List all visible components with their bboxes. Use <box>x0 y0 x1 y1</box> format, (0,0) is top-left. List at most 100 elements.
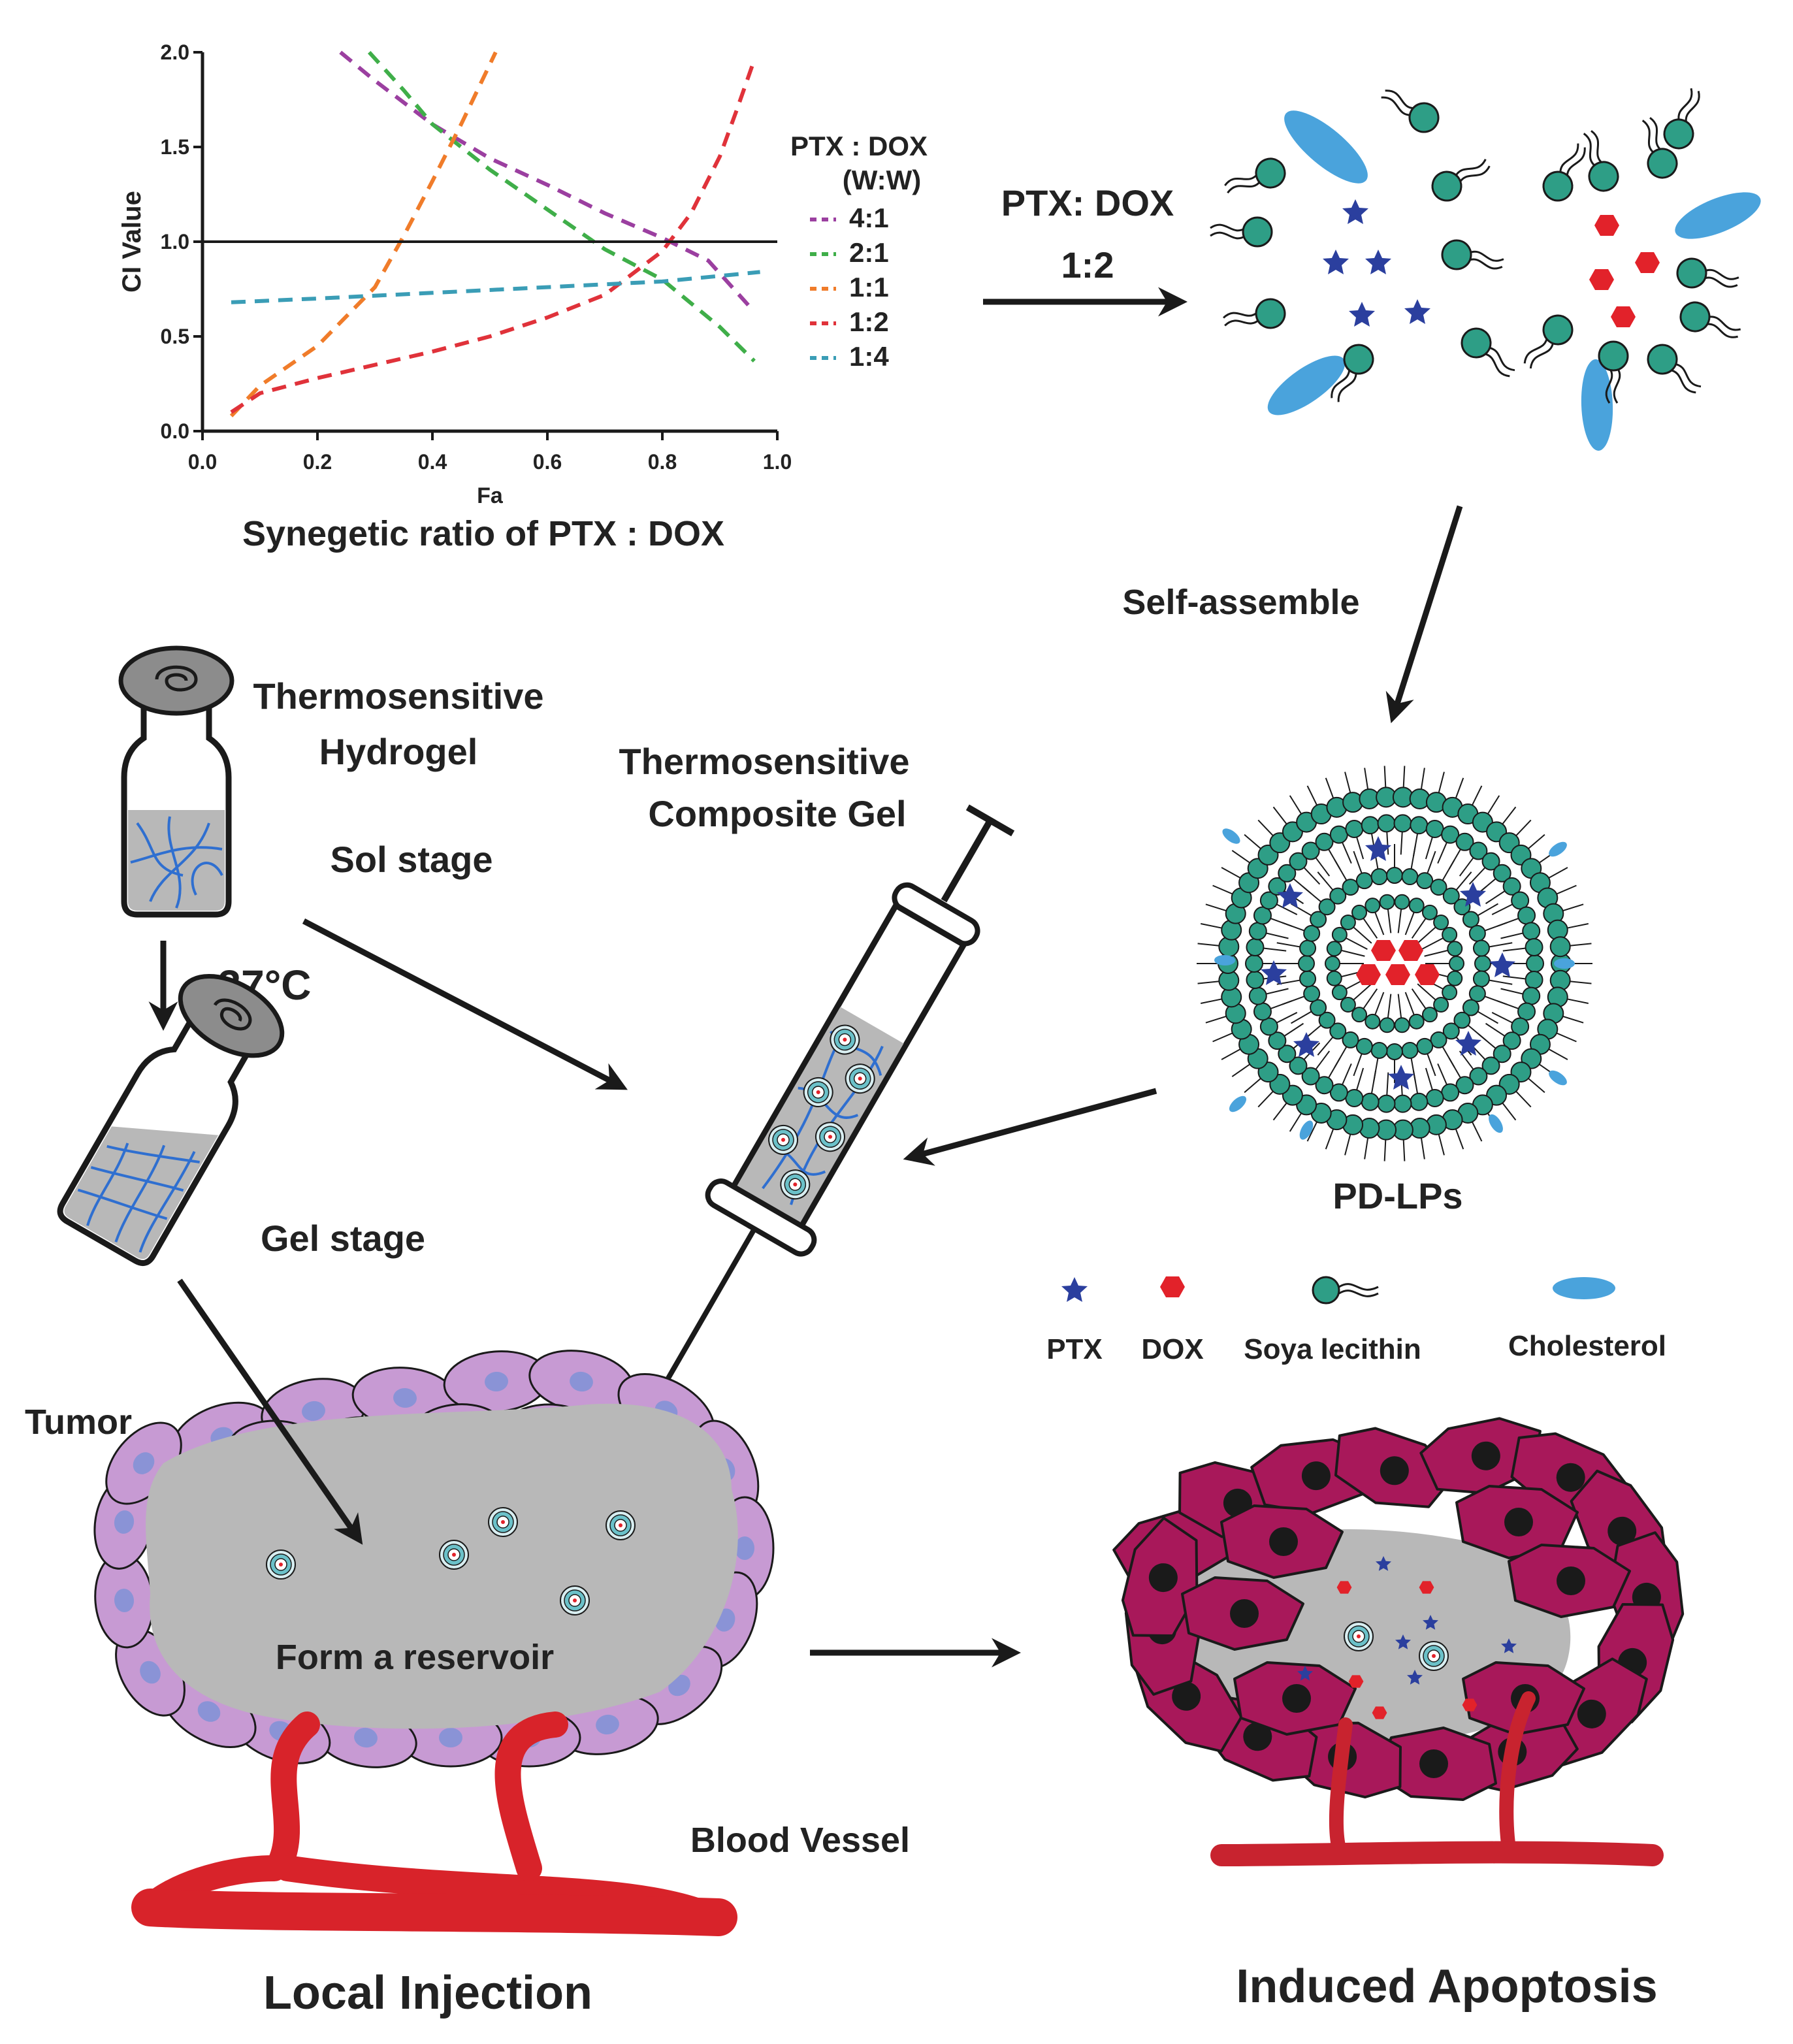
apoptotic-cell <box>1419 1417 1542 1495</box>
ptx-legend-icon <box>1061 1277 1088 1302</box>
soya-lecithin-molecule <box>1441 239 1504 270</box>
soya-lecithin-molecule <box>1676 257 1739 289</box>
apoptotic-cell <box>1181 1576 1304 1651</box>
gel-vial <box>57 974 285 1267</box>
blood-vessel-label: Blood Vessel <box>690 1821 910 1860</box>
soya-lecithin-molecule <box>1381 89 1440 133</box>
apoptotic-cell <box>1508 1544 1631 1618</box>
soya-lecithin-molecule <box>1542 143 1586 202</box>
cholesterol-legend-icon <box>1553 1277 1615 1299</box>
liposome-particle <box>439 1540 469 1570</box>
soya-lecithin-molecule <box>1331 344 1374 402</box>
hydrogel-label-line1: Thermosensitive <box>253 675 543 717</box>
cholesterol-molecule <box>1214 954 1235 966</box>
liposome-particle <box>1419 1641 1449 1671</box>
x-tick-label: 0.8 <box>648 450 677 474</box>
soya-lecithin-molecule <box>1210 216 1273 248</box>
soya-lecithin-molecule <box>1663 88 1700 150</box>
cholesterol-molecule <box>1489 1114 1503 1133</box>
x-tick-label: 1.0 <box>763 450 792 474</box>
cholesterol-molecule <box>1675 192 1761 239</box>
ptx-molecule <box>1342 199 1368 224</box>
gel-stage-label: Gel stage <box>261 1218 425 1259</box>
tumor-cell <box>443 1350 550 1413</box>
apoptotic-tumor <box>1112 1417 1685 1866</box>
liposome-particle <box>560 1585 590 1615</box>
ptx-molecule <box>1365 250 1391 274</box>
sol-stage-label: Sol stage <box>331 839 493 880</box>
chart-caption: Synegetic ratio of PTX : DOX <box>242 514 724 553</box>
series-line-1-1 <box>229 51 498 417</box>
tumor-mass: Form a reservoir <box>93 1350 775 1936</box>
soya-lecithin-legend-icon <box>1312 1276 1379 1305</box>
reservoir-label: Form a reservoir <box>276 1638 554 1677</box>
cholesterol-molecule <box>1549 1070 1567 1086</box>
soya-lecithin-molecule <box>1224 157 1286 194</box>
pd-liposome <box>1197 766 1592 1161</box>
x-tick-label: 0.4 <box>418 450 447 474</box>
composite-gel-label-line1: Thermosensitive <box>619 741 909 782</box>
soya-lecithin-molecule <box>1647 344 1702 394</box>
self-assemble-arrow <box>1385 505 1463 724</box>
y-tick-label: 0.5 <box>161 325 189 348</box>
gel-reservoir <box>146 1403 738 1729</box>
dox-molecule <box>1594 215 1619 236</box>
apoptotic-cell <box>1334 1427 1455 1508</box>
y-tick-label: 1.5 <box>161 135 189 159</box>
soya-lecithin-molecule <box>1523 314 1574 369</box>
pdlps-label: PD-LPs <box>1333 1175 1462 1216</box>
self-assemble-label: Self-assemble <box>1122 583 1359 622</box>
soya-lecithin-molecule <box>1431 159 1491 202</box>
ptx-legend-label: PTX <box>1046 1333 1103 1365</box>
soya-legend-label: Soya lecithin <box>1244 1333 1421 1365</box>
soya-lecithin-molecule <box>1679 301 1741 338</box>
series-line-1-2 <box>230 59 756 414</box>
ratio-value: 1:2 <box>1061 244 1114 285</box>
cholesterol-molecule <box>1299 1120 1314 1140</box>
dox-molecule <box>1589 269 1614 290</box>
induced-apoptosis-label: Induced Apoptosis <box>1236 1960 1657 2013</box>
legend-entry: 1:1 <box>849 272 889 302</box>
sol-vial <box>118 645 234 918</box>
legend-entry: 2:1 <box>849 237 889 268</box>
dox-molecule <box>1635 252 1660 273</box>
apoptotic-cell <box>1121 1516 1199 1637</box>
local-injection-label: Local Injection <box>263 1967 592 2019</box>
series-line-1-4 <box>231 270 760 304</box>
hydrogel-label-line2: Hydrogel <box>319 731 478 772</box>
soya-lecithin-molecule <box>1598 340 1629 404</box>
soya-lecithin-molecule <box>1461 327 1515 378</box>
legend-title-ratio: PTX : DOX <box>790 131 928 161</box>
sol-to-syringe-arrow <box>302 918 628 1090</box>
apoptotic-cell <box>1233 1661 1357 1736</box>
ratio-label: PTX: DOX <box>1001 182 1174 223</box>
legend-entry: 1:4 <box>849 341 889 372</box>
soya-lecithin-molecule <box>1223 298 1286 329</box>
molecule-legend: PTX DOX Soya lecithin Cholesterol <box>1046 1276 1666 1365</box>
y-tick-label: 2.0 <box>161 41 189 64</box>
gel-to-tumor-arrow <box>177 1278 363 1545</box>
ptx-molecule <box>1404 299 1430 324</box>
soya-lecithin-molecule <box>1583 130 1619 192</box>
dox-molecule <box>1611 306 1636 327</box>
series-line-2-1 <box>367 50 756 363</box>
cholesterol-molecule <box>1554 958 1575 969</box>
blood-vessel <box>1210 1841 1664 1866</box>
soya-lecithin-molecule <box>1641 117 1678 179</box>
y-tick-label: 0.0 <box>161 419 189 443</box>
legend-title-unit: (W:W) <box>843 165 921 195</box>
dox-legend-label: DOX <box>1141 1333 1203 1365</box>
cholesterol-molecule <box>1229 1095 1247 1112</box>
legend-entry: 1:2 <box>849 306 889 337</box>
liposome-particle <box>488 1507 518 1537</box>
y-axis-label: CI Value <box>118 191 146 293</box>
cholesterol-legend-label: Cholesterol <box>1508 1330 1666 1362</box>
cholesterol-molecule <box>1549 841 1567 857</box>
tumor-cell <box>94 1552 154 1649</box>
apoptotic-cell <box>1220 1504 1344 1579</box>
cholesterol-molecule <box>1581 359 1613 451</box>
apoptotic-cell <box>1455 1485 1579 1559</box>
ptx-molecule <box>1323 250 1349 274</box>
